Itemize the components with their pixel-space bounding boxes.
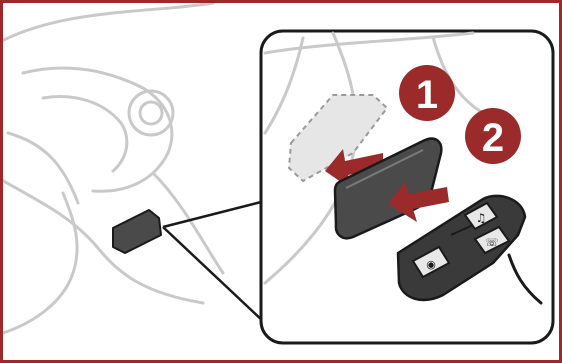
zoom-connector-lines: [163, 201, 265, 323]
step-1-label: 1: [416, 73, 438, 117]
helmet-outline: [3, 3, 223, 333]
music-note-icon: ♫: [476, 211, 487, 225]
phone-icon: ☏: [485, 236, 499, 249]
mount-pad-small: [113, 210, 161, 253]
step-badge-1: 1: [399, 65, 455, 121]
diagram-canvas: 1 2 ♫ ☏: [3, 3, 559, 360]
step-2-label: 2: [482, 116, 504, 160]
step-badge-2: 2: [465, 108, 521, 164]
voice-command-icon: ◉: [426, 258, 436, 271]
